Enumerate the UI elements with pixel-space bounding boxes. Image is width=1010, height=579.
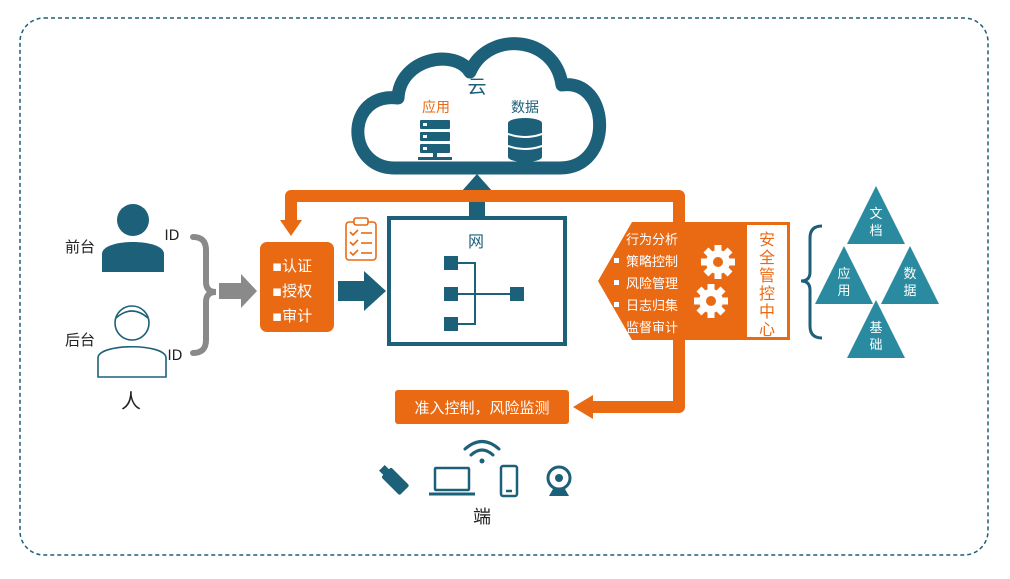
cloud-title: 云 — [467, 76, 486, 98]
network-label: 网 — [468, 232, 484, 251]
auth-item: ▪授权 — [272, 282, 312, 300]
front-label: 前台 — [65, 238, 95, 256]
webcam-icon — [546, 465, 572, 496]
cloud-app-label: 应用 — [422, 99, 450, 116]
resource-data-1: 数 — [903, 267, 916, 282]
orange-feedback-loop — [280, 190, 685, 419]
resource-base-2: 础 — [869, 338, 882, 353]
wifi-icon — [463, 440, 501, 464]
resources-brace — [800, 224, 823, 340]
people-brace — [190, 234, 217, 356]
laptop-icon — [429, 466, 475, 496]
resource-base-1: 基 — [869, 321, 882, 336]
cloud: 云 应用 数据 — [351, 37, 607, 175]
id-front-label: ID — [165, 228, 180, 244]
arrow-auth-to-network — [338, 271, 386, 311]
data-triangle — [881, 246, 939, 304]
security-item: 监督审计 — [626, 321, 678, 336]
resource-app-1: 应 — [837, 266, 850, 282]
doc-triangle — [847, 186, 905, 244]
base-triangle — [847, 300, 905, 358]
security-title-char: 全 — [759, 248, 775, 267]
resource-data-2: 据 — [903, 284, 916, 299]
security-item: 策略控制 — [626, 254, 678, 270]
security-title-char: 控 — [759, 284, 775, 303]
network-box: 网 — [387, 216, 567, 346]
person-label: 人 — [121, 389, 141, 413]
gear-icon — [701, 245, 735, 279]
database-icon — [507, 118, 543, 162]
resources-group: 文 档 应 用 数 据 基 础 — [815, 186, 939, 358]
gear-icon — [694, 284, 728, 318]
resource-doc-1: 文 — [869, 207, 882, 222]
front-user-icon — [102, 204, 164, 272]
phone-icon — [499, 464, 519, 498]
resource-app-2: 用 — [837, 284, 850, 299]
auth-item: ▪认证 — [272, 257, 312, 275]
people-group: 前台 后台 ID ID 人 — [65, 204, 182, 413]
endpoint-label: 端 — [473, 507, 491, 528]
back-label: 后台 — [65, 331, 95, 349]
security-title-char: 中 — [759, 302, 775, 321]
endpoint-bar-label: 准入控制，风险监测 — [414, 399, 549, 417]
usb-drive-icon — [379, 465, 409, 495]
resource-doc-2: 档 — [869, 224, 882, 239]
security-item: 风险管理 — [626, 277, 678, 292]
auth-item: ▪审计 — [272, 307, 312, 325]
security-title-char: 管 — [759, 266, 775, 285]
back-user-icon — [97, 305, 167, 378]
auth-box: ▪认证 ▪授权 ▪审计 — [260, 242, 334, 332]
id-back-label: ID — [168, 348, 183, 364]
cloud-data-label: 数据 — [511, 100, 539, 116]
security-title-char: 心 — [759, 320, 775, 339]
network-topology-icon — [444, 256, 524, 331]
clipboard-icon — [345, 217, 377, 261]
security-title-char: 安 — [759, 230, 775, 249]
security-item: 日志归集 — [626, 298, 678, 314]
security-item: 行为分析 — [626, 233, 678, 248]
server-icon — [418, 120, 452, 160]
endpoint-bar: 准入控制，风险监测 — [395, 390, 569, 424]
security-center: 安 全 管 控 中 心 行为分析 策略控制 风险管理 日志归集 监督审计 — [598, 222, 790, 340]
app-triangle — [815, 246, 873, 304]
arrow-people-to-auth — [219, 274, 257, 308]
